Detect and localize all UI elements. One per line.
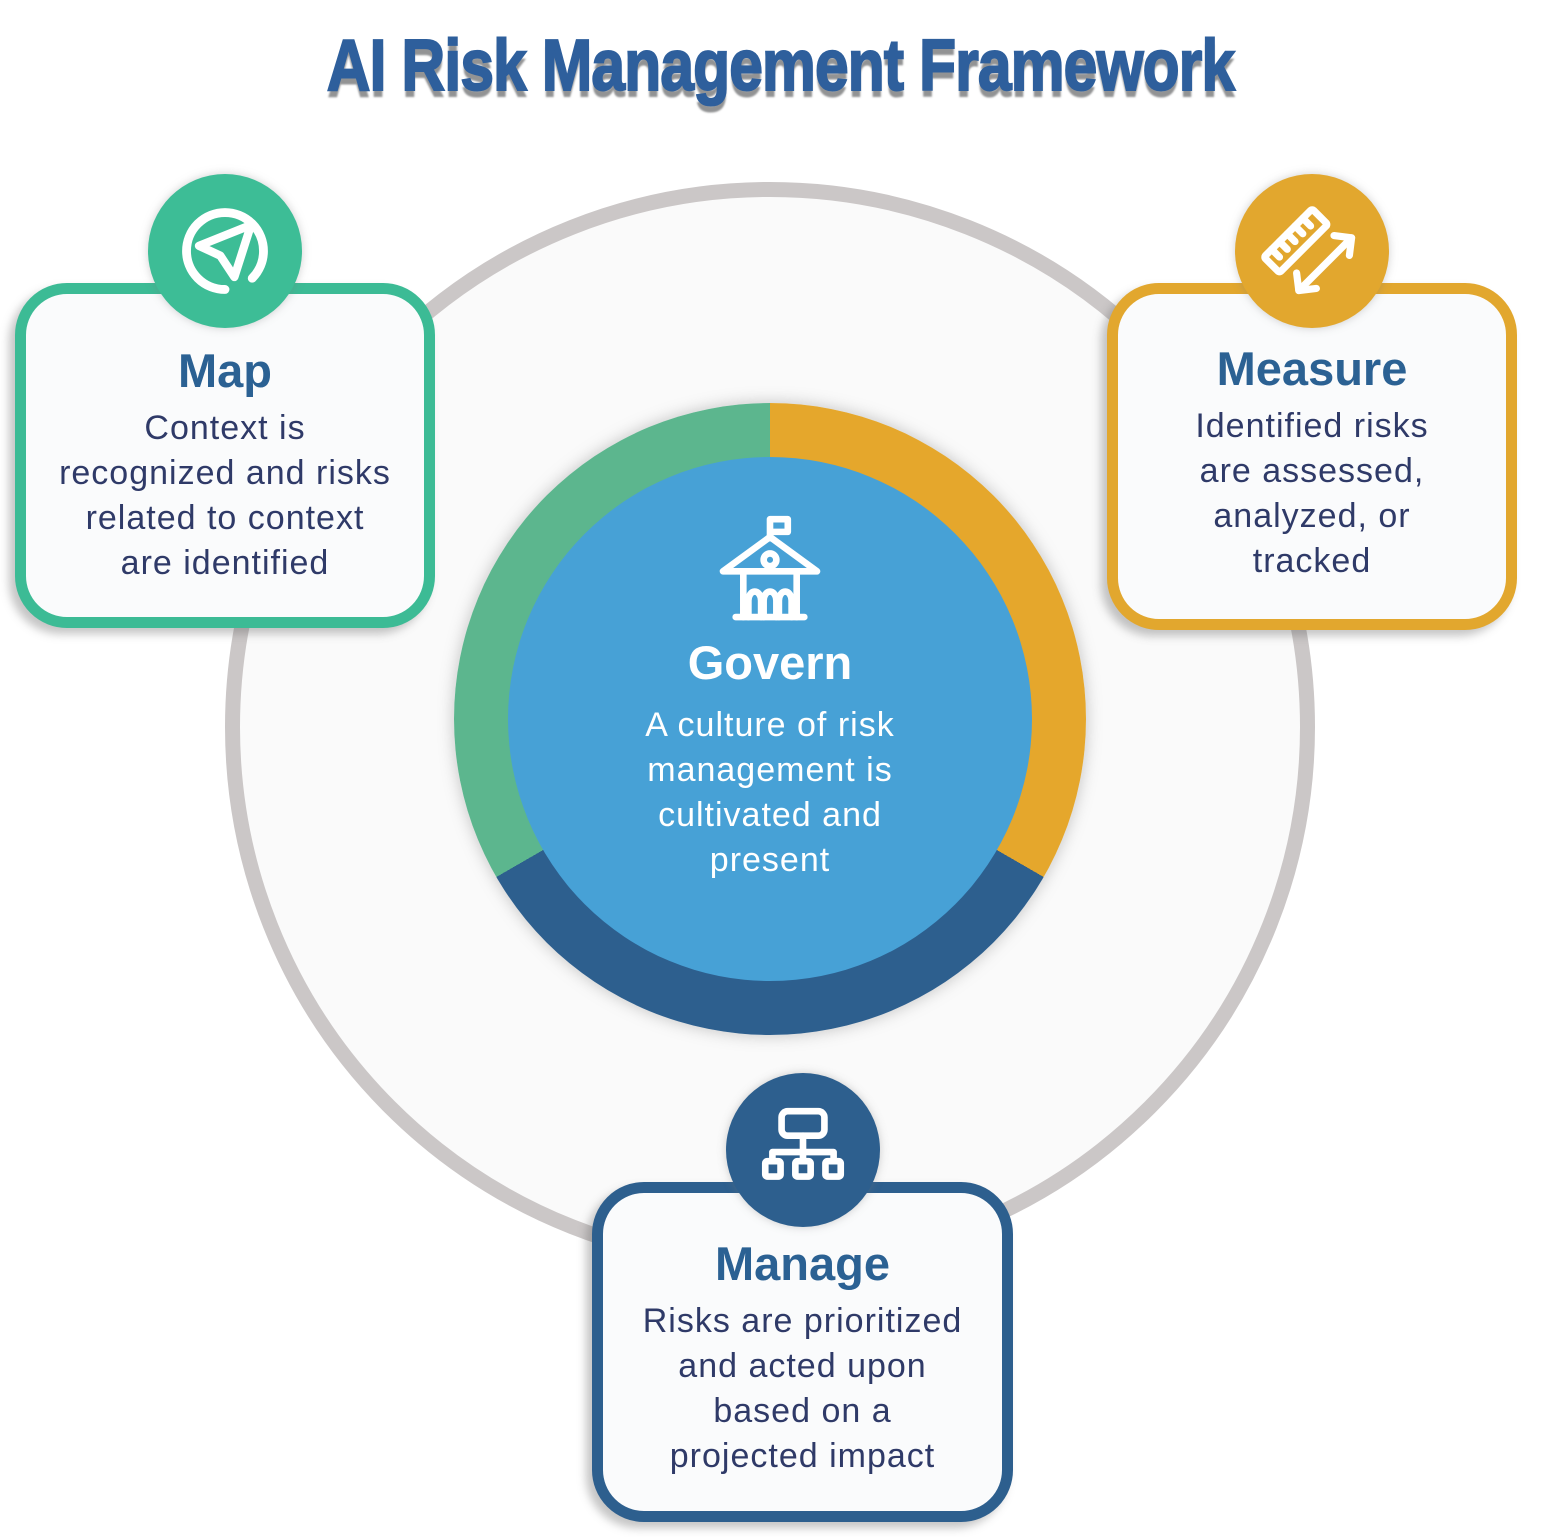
sitemap-icon — [761, 1107, 844, 1180]
govern-title: Govern — [687, 636, 853, 689]
manage-title: Manage — [715, 1237, 890, 1290]
government-building-icon — [706, 509, 834, 631]
measure-icon-badge — [1235, 174, 1389, 328]
map-description: Context is recognized and risks related … — [59, 409, 391, 582]
map-icon-badge — [148, 174, 302, 328]
map-title: Map — [178, 344, 272, 397]
ruler-double-arrow-icon — [1261, 206, 1356, 295]
manage-description: Risks are prioritized and acted upon bas… — [642, 1302, 963, 1475]
measure-description: Identified risks are assessed, analyzed,… — [1195, 407, 1429, 580]
manage-icon-badge — [725, 1073, 880, 1227]
measure-title: Measure — [1216, 342, 1408, 395]
manage-card: Manage Risks are prioritized and acted u… — [592, 1073, 1013, 1522]
navigation-arrow-icon — [182, 208, 268, 294]
govern-circle: Govern A culture of risk management is c… — [508, 457, 1032, 981]
govern-description: A culture of risk management is cultivat… — [645, 706, 895, 879]
measure-card: Measure Identified risks are assessed, a… — [1107, 174, 1517, 630]
page-title: AI Risk Management Framework — [326, 26, 1236, 106]
map-card: Map Context is recognized and risks rela… — [15, 174, 435, 628]
